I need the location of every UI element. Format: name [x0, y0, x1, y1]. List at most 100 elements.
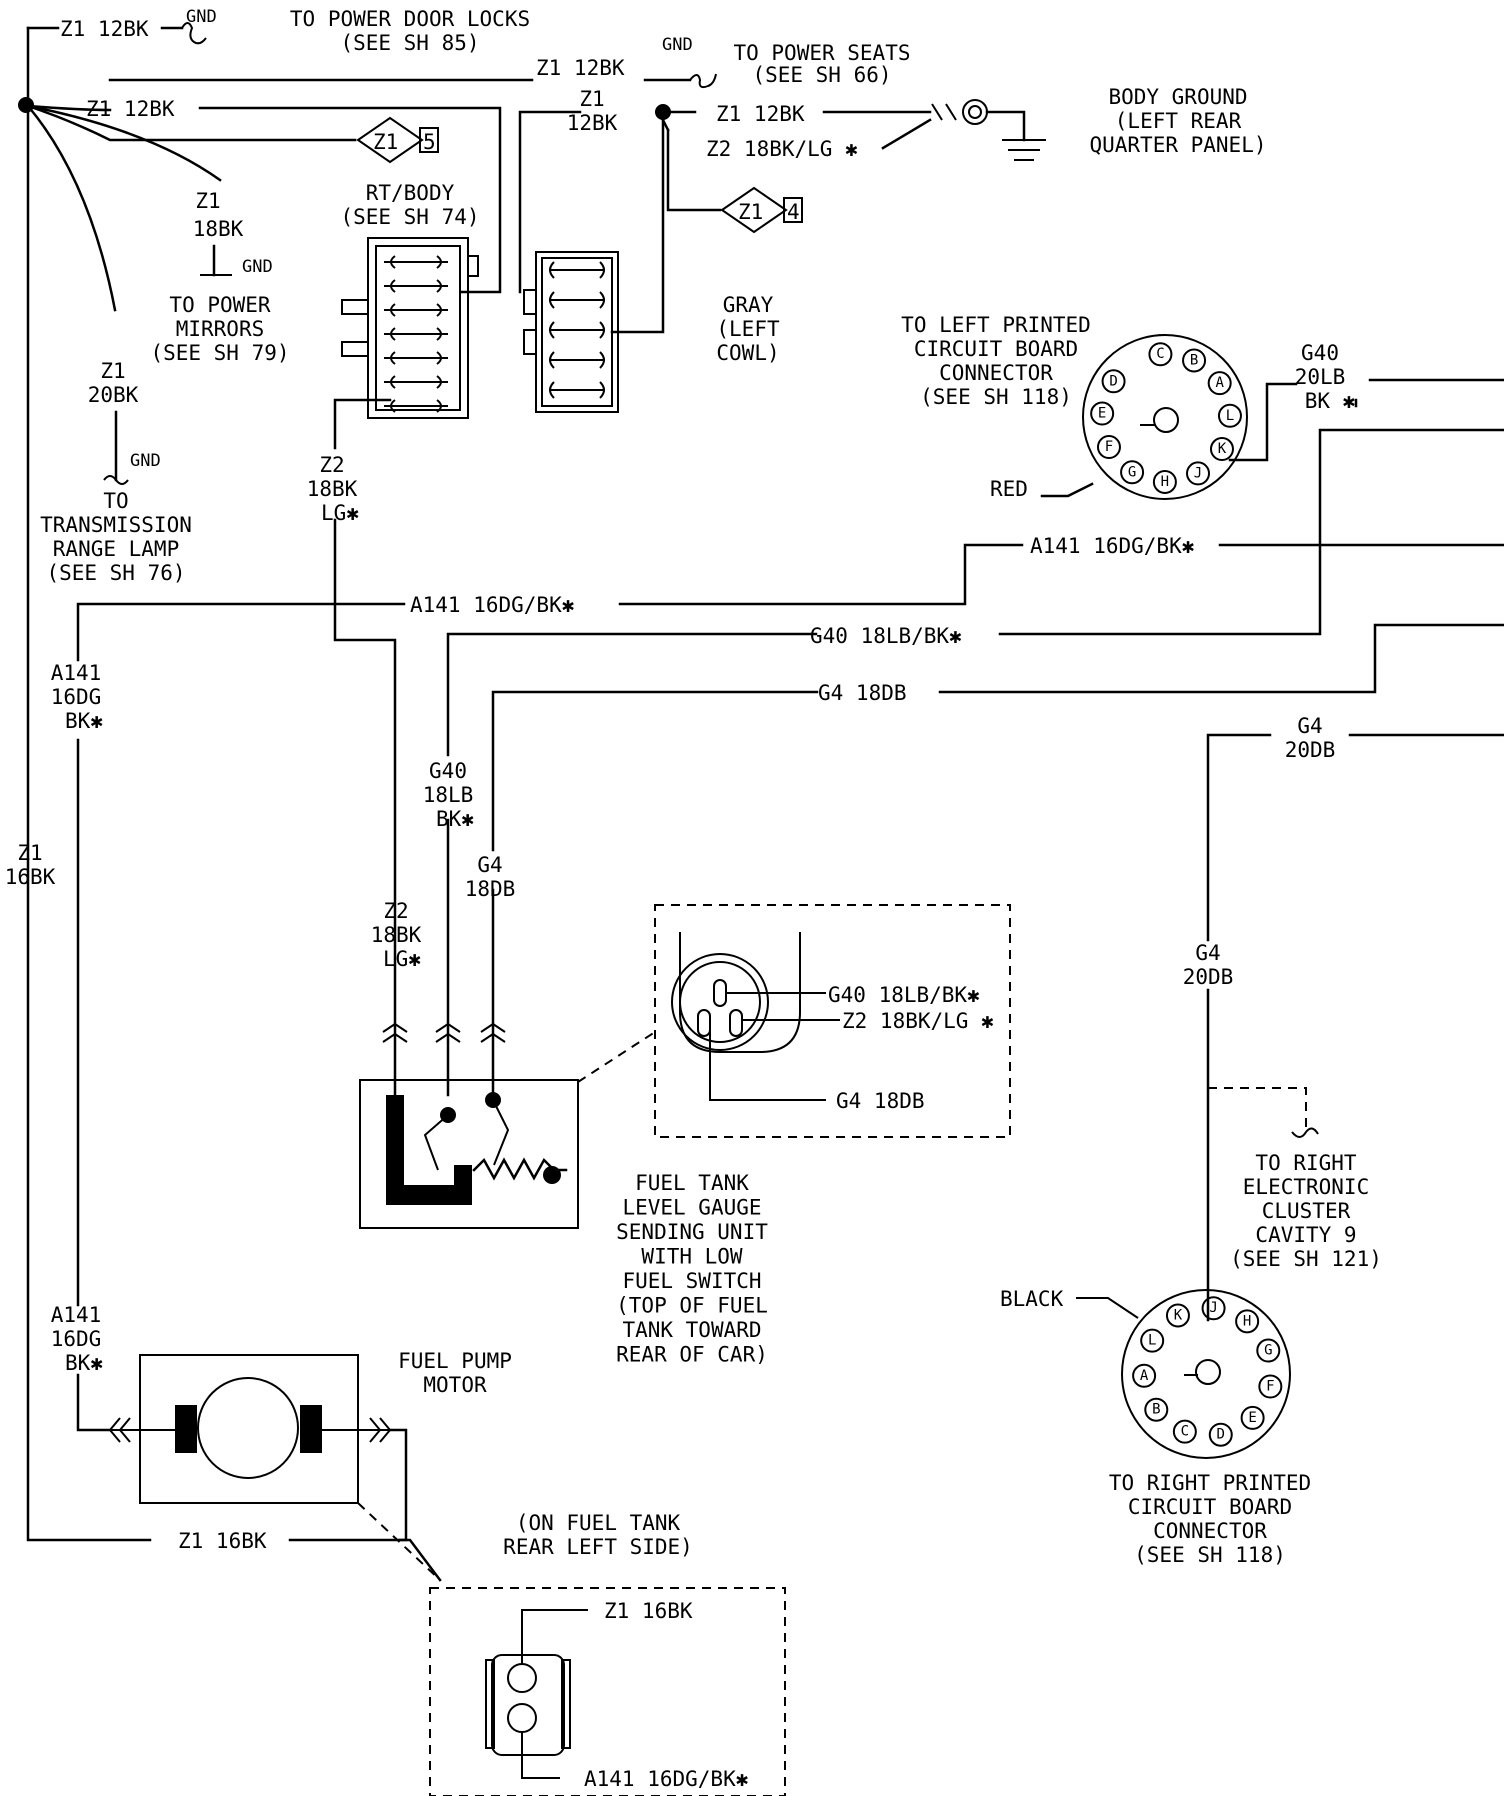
- label-gray-cowl-line: GRAY: [723, 293, 774, 317]
- label-right-cluster-line: CAVITY 9: [1255, 1223, 1356, 1247]
- wire-20bk-label: 20BK: [88, 383, 139, 407]
- gnd-label: GND: [130, 451, 161, 471]
- wire-a141-label: A141 16DG/BK✱: [410, 593, 575, 617]
- connector-pin-j: [1201, 1296, 1226, 1321]
- connector-pin-label: C: [1181, 1424, 1189, 1440]
- wire-16dg-label: 16DG: [51, 685, 102, 709]
- label-power-mirrors-line: MIRRORS: [176, 317, 265, 341]
- connector-pin-label: G: [1264, 1343, 1272, 1359]
- fuel-level-sending-unit: [359, 1079, 579, 1229]
- connector-pin-b: [1144, 1397, 1169, 1422]
- wire-bk-label: BK✱: [436, 807, 474, 831]
- wire-g40-label: G40 18LB/BK✱: [828, 983, 980, 1007]
- connector-pin-b: [1182, 348, 1207, 373]
- label-right-cluster-line: ELECTRONIC: [1243, 1175, 1369, 1199]
- label-fuel-tank-side-line: REAR LEFT SIDE): [503, 1535, 693, 1559]
- connector-pin-c: [1148, 342, 1173, 367]
- label-trans-lamp-line: TRANSMISSION: [40, 513, 192, 537]
- label-trans-lamp-line: RANGE LAMP: [53, 537, 179, 561]
- connector-pin-l: [1217, 403, 1242, 428]
- connector-pin-f: [1258, 1374, 1283, 1399]
- gray-left-cowl-connector: [523, 251, 619, 413]
- label-fuel-pump-line: MOTOR: [423, 1373, 487, 1397]
- connector-pin-label: D: [1217, 1427, 1225, 1443]
- connector-pin-e: [1240, 1405, 1265, 1430]
- label-trans-lamp-line: (SEE SH 76): [46, 561, 185, 585]
- wire-z1-12bk-label: Z1 12BK: [716, 102, 805, 126]
- connector-pin-label: B: [1190, 352, 1198, 368]
- gnd-label: GND: [662, 35, 693, 55]
- wire-a141-label: A141: [51, 661, 102, 685]
- wire-a141-label: A141 16DG/BK✱: [1030, 534, 1195, 558]
- ground-bus-wires: [26, 26, 692, 1582]
- wire-lg-label: LG✱: [383, 947, 421, 971]
- label-right-cluster-line: TO RIGHT: [1255, 1151, 1357, 1175]
- label-fuel-pump-line: FUEL PUMP: [398, 1349, 512, 1373]
- connector-pin-j: [1186, 461, 1210, 486]
- label-right-cluster-line: CLUSTER: [1262, 1199, 1351, 1223]
- connector-pin-label: K: [1174, 1307, 1183, 1323]
- wire-18bk-label: 18BK: [371, 923, 422, 947]
- inline-connector-z2: [382, 1022, 408, 1043]
- wire-12bk-label: 12BK: [567, 111, 618, 135]
- inline-connector-g40: [435, 1022, 461, 1043]
- wire-z1-16bk-label: Z1 16BK: [604, 1599, 693, 1623]
- wire-g4-label: G4 18DB: [818, 681, 907, 705]
- label-right-pcb-line: CONNECTOR: [1153, 1519, 1267, 1543]
- label-right-cluster-line: (SEE SH 121): [1230, 1247, 1382, 1271]
- connector-pin-label: E: [1248, 1410, 1256, 1426]
- wire-bk-label: BK✱: [65, 1351, 103, 1375]
- wire-z1-label: Z1: [100, 359, 125, 383]
- label-sending-unit-line: TANK TOWARD: [622, 1318, 761, 1342]
- wire-labels: Z1 12BK GND Z1 12BK Z1 12BK GND Z1 5 Z1 …: [5, 7, 1356, 1791]
- gnd-break-symbol: [689, 73, 717, 89]
- connector-pin-k: [1209, 437, 1234, 462]
- gnd-label: GND: [242, 257, 273, 277]
- wire-16bk-label: 16BK: [5, 865, 56, 889]
- label-body-ground-line: BODY GROUND: [1108, 85, 1247, 109]
- wire-z1-label: Z1: [17, 841, 42, 865]
- wire-g40-label: G40: [1301, 341, 1339, 365]
- label-sending-unit-line: (TOP OF FUEL: [616, 1294, 768, 1318]
- label-gray-cowl-line: COWL): [716, 341, 779, 365]
- wire-z2-18bk-lg-label: Z2 18BK/LG ✱: [842, 1009, 994, 1033]
- fuel-pump-connector-detail: [429, 1587, 786, 1796]
- gnd-break-symbol: [103, 475, 129, 485]
- connector-pin-g: [1120, 460, 1145, 485]
- connector-pin-c: [1172, 1419, 1197, 1444]
- wire-18db-label: 18DB: [465, 877, 516, 901]
- label-gray-cowl-line: (LEFT: [716, 317, 780, 341]
- wire-18bk-label: 18BK: [193, 217, 244, 241]
- wire-16dg-label: 16DG: [51, 1327, 102, 1351]
- splice-label: Z1: [373, 130, 398, 154]
- label-sending-unit-line: SENDING UNIT: [616, 1220, 768, 1244]
- connector-pin-g: [1256, 1338, 1281, 1363]
- splice-dot: [655, 104, 671, 120]
- label-fuel-tank-side-line: (ON FUEL TANK: [516, 1511, 681, 1535]
- connector-pin-d: [1208, 1422, 1233, 1447]
- splice-z1-5: [356, 116, 439, 164]
- connector-pin-k: [1165, 1303, 1190, 1328]
- wire-18bk-label: 18BK: [307, 477, 358, 501]
- sending-unit-connector-detail: [654, 904, 1011, 1138]
- connector-pin-d: [1101, 369, 1126, 394]
- ground-splice-dot: [18, 97, 34, 113]
- wire-lg-label: LG✱: [321, 501, 359, 525]
- gnd-break-symbol: [200, 262, 232, 276]
- splice-number: 4: [787, 200, 800, 224]
- connector-pin-label: E: [1098, 406, 1106, 422]
- connector-pin-label: L: [1148, 1333, 1156, 1349]
- wire-z1-16bk-label: Z1 16BK: [178, 1529, 267, 1553]
- splice-number: 5: [423, 130, 436, 154]
- label-left-pcb-line: CIRCUIT BOARD: [914, 337, 1078, 361]
- connector-pin-label: B: [1152, 1402, 1160, 1418]
- wire-g4-label: G4: [1297, 714, 1322, 738]
- right-pcb-connector: [1121, 1289, 1291, 1459]
- wire-20lb-label: 20LB: [1295, 365, 1346, 389]
- left-pcb-connector: [1082, 334, 1248, 500]
- connector-pin-e: [1090, 401, 1115, 426]
- connector-pin-h: [1152, 469, 1177, 494]
- connector-pin-label: A: [1140, 1368, 1149, 1384]
